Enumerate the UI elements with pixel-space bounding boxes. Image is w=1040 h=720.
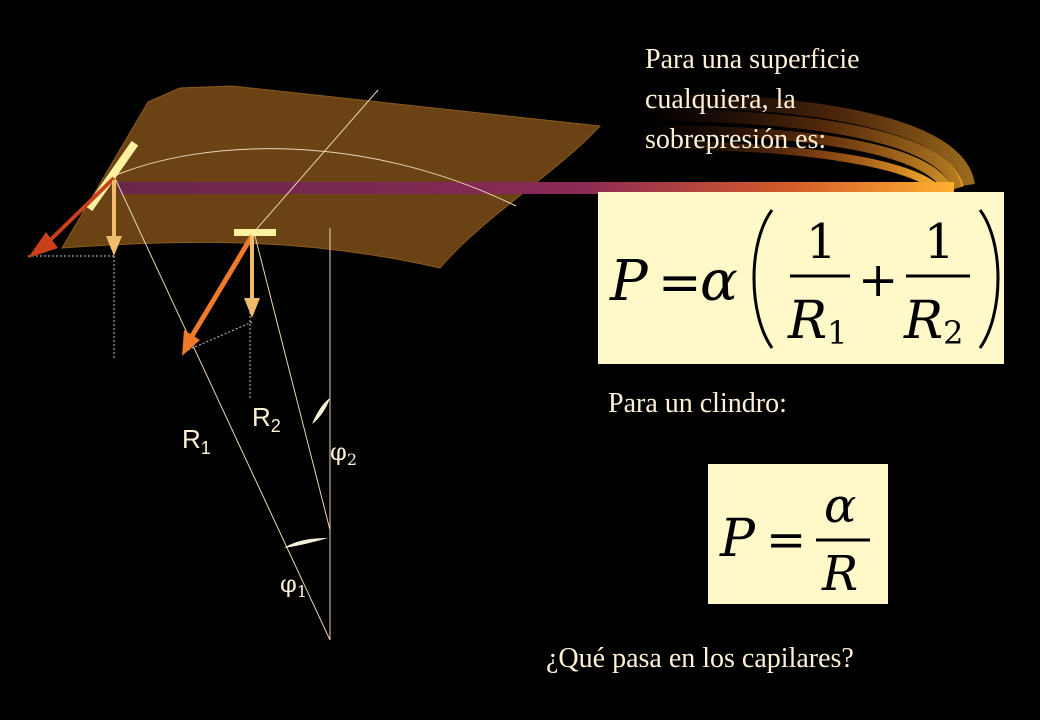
formula-den1: R1: [787, 291, 848, 352]
formula-plus: +: [858, 252, 898, 308]
formula-cylinder: P = α R: [719, 478, 870, 602]
label-phi1: φ1: [280, 570, 307, 601]
tangent-plate-right: [234, 229, 276, 236]
formula-cylinder-box: P = α R: [708, 464, 888, 604]
cyl-formula-lhs: P: [719, 509, 756, 569]
force-arrows: [28, 176, 260, 356]
arrow-right-tan-head: [244, 298, 260, 318]
formula-general-box: P = α 1 R1 + 1 R2: [598, 192, 1004, 364]
formula-paren-right: [978, 209, 1000, 349]
formula-general: P = α 1 R1 + 1 R2: [609, 209, 1000, 352]
formula-equals: =: [658, 253, 702, 313]
projection-lines: [28, 252, 253, 400]
intro-line-3: sobrepresión es:: [645, 124, 827, 155]
arrow-right-orange: [189, 234, 255, 338]
arrow-left-red-head: [28, 232, 58, 258]
decorative-glow: [639, 93, 975, 195]
formula-coef: α: [700, 249, 738, 314]
curved-surface: [61, 85, 602, 269]
arrow-left-red: [38, 176, 116, 252]
formula-lhs: P: [609, 249, 649, 314]
decorative-beam: [118, 182, 954, 194]
angle-mark-phi1: [284, 538, 328, 548]
question-text: ¿Qué pasa en los capilares?: [546, 643, 854, 674]
formula-den2: R2: [903, 291, 964, 352]
intro-line-2: cualquiera, la: [645, 84, 796, 115]
label-phi2: φ2: [330, 438, 357, 469]
cylinder-text: Para un clindro:: [608, 388, 787, 419]
surface-curves: [113, 89, 517, 233]
cyl-formula-den: R: [821, 546, 858, 602]
angle-mark-phi2: [312, 398, 330, 424]
intro-line-1: Para una superficie: [645, 44, 860, 75]
arrow-right-orange-head: [182, 330, 200, 356]
radius-lines: [113, 175, 331, 641]
formula-paren-left: [752, 209, 774, 349]
label-r1: R1: [182, 424, 211, 458]
label-r2: R2: [252, 402, 281, 436]
formula-num1: 1: [806, 214, 837, 270]
arrow-left-tan-head: [106, 236, 122, 256]
cyl-formula-equals: =: [766, 512, 806, 568]
formula-num2: 1: [924, 214, 955, 270]
intro-text: Para una superficie cualquiera, la sobre…: [645, 40, 985, 160]
cyl-formula-num: α: [824, 478, 856, 534]
